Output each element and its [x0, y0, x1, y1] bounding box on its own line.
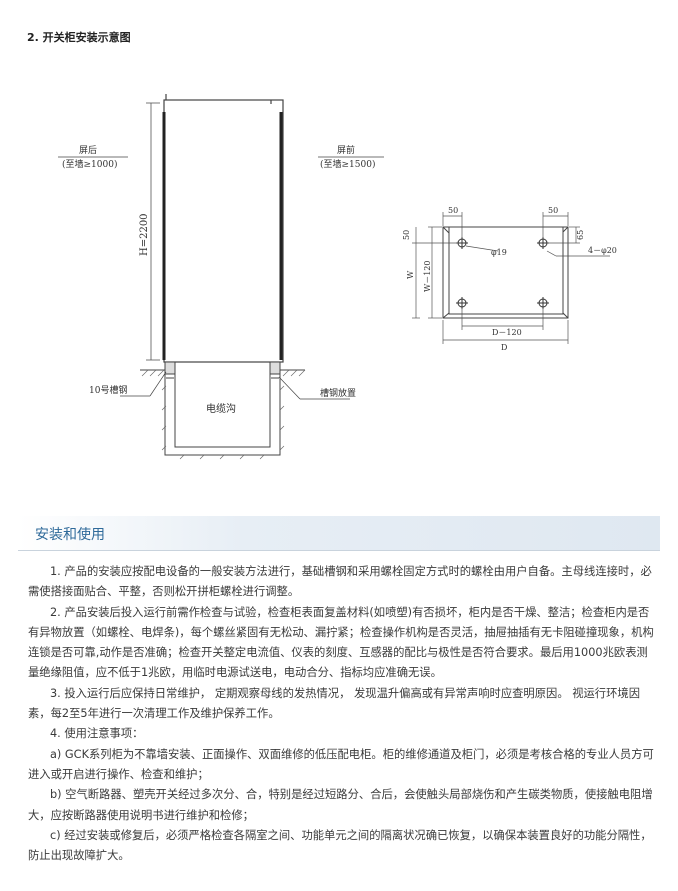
cabinet-side-view: [162, 94, 284, 363]
dim-w-minus: W－120: [423, 261, 432, 293]
front-note: (至墙≥1500): [320, 158, 375, 170]
dim-d-minus: D－120: [492, 328, 522, 337]
base-and-trench: [140, 361, 305, 456]
paragraph-1: 1. 产品的安装应按配电设备的一般安装方法进行，基础槽钢和采用螺栓固定方式时的螺…: [28, 565, 652, 599]
ground-hatch: [141, 369, 306, 460]
dim-65: 65: [576, 230, 585, 240]
hole-count-label: 4－φ20: [588, 246, 617, 255]
paragraph-3: 3. 投入运行后应保持日常维护， 定期观察母线的发热情况， 发现温升偏高或有异常…: [28, 686, 640, 721]
dim-50-side: 50: [402, 230, 411, 240]
plan-dimensions: [412, 212, 610, 344]
dim-d: D: [501, 343, 507, 352]
paragraph-b: b) 空气断路器、塑壳开关经过多次分、合，特别是经过短路分、合后，会使触头局部烧…: [28, 788, 653, 822]
channel-label: 10号槽钢: [89, 384, 127, 396]
dim-50-right: 50: [548, 206, 558, 215]
paragraph-c: c) 经过安装或修复后，必须严格检查各隔室之间、功能单元之间的隔离状况确已恢复，…: [28, 828, 652, 863]
hole-small-label: φ19: [491, 248, 507, 257]
plan-view: [442, 226, 569, 319]
height-dimension: [146, 102, 160, 361]
height-label: H=2200: [139, 213, 150, 256]
steel-label: 槽钢放置: [320, 387, 356, 399]
section-band: 安装和使用: [18, 516, 660, 551]
dim-50-left: 50: [448, 206, 458, 215]
instructions-body: 1. 产品的安装应按配电设备的一般安装方法进行，基础槽钢和采用螺栓固定方式时的螺…: [28, 562, 658, 866]
band-title: 安装和使用: [35, 527, 105, 543]
dim-w: W: [406, 270, 415, 279]
section-heading: 2. 开关柜安装示意图: [27, 31, 131, 44]
paragraph-4: 4. 使用注意事项：: [50, 727, 144, 741]
rear-note: (至墙≥1000): [62, 158, 117, 170]
paragraph-a: a) GCK系列柜为不靠墙安装、正面操作、双面维修的低压配电柜。柜的维修通道及柜…: [28, 747, 654, 781]
front-label: 屏前: [337, 144, 355, 156]
trench-label: 电缆沟: [206, 402, 236, 415]
paragraph-2: 2. 产品安装后投入运行前需作检查与试验，检查柜表面复盖材料(如喷塑)有否损坏，…: [28, 605, 654, 680]
mounting-holes: [456, 237, 549, 309]
installation-diagram: H=2200 屏后 (至墙≥1000) 屏前 (至墙≥1500) 电缆沟 10号…: [58, 94, 617, 460]
rear-label: 屏后: [79, 145, 97, 156]
